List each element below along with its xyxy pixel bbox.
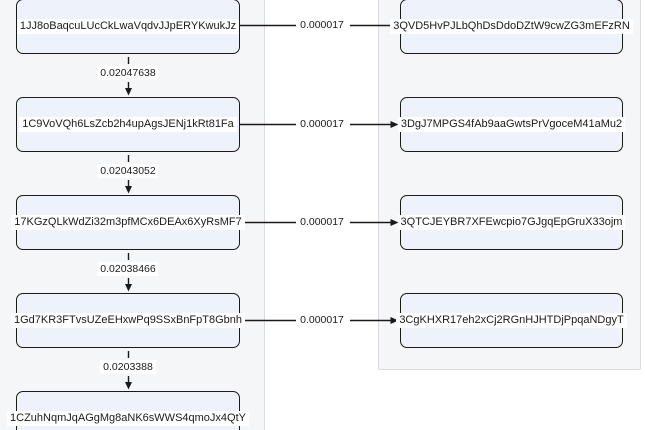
address-label: 1Gd7KR3FTvsUZeEHxwPq9SSxBnFpT8Gbnh [10, 313, 246, 328]
chain-edge-arrow-4 [125, 351, 132, 390]
address-label: 3CgKHXR17eh2xCj2RGnHJHTDjPpqaNDgyT [396, 313, 627, 328]
cross-edge-arrow-3 [240, 219, 399, 226]
address-label: 3QVD5HvPJLbQhDsDdoDZtW9cwZG3mEFzRN [390, 19, 633, 34]
address-node-left-3[interactable]: 17KGzQLkWdZi32m3pfMCx6DEAx6XyRsMF7 [11, 195, 245, 250]
address-label: 3QTCJEYBR7XFEwcpio7GJgqEpGruX33ojm [397, 215, 626, 230]
address-node-right-4[interactable]: 3CgKHXR17eh2xCj2RGnHJHTDjPpqaNDgyT [396, 293, 627, 348]
address-node-left-4[interactable]: 1Gd7KR3FTvsUZeEHxwPq9SSxBnFpT8Gbnh [10, 293, 246, 348]
address-node-left-5[interactable]: 1CZuhNqmJqAGgMg8aNK6sWWS4qmoJx4QtY [7, 391, 249, 430]
address-node-right-3[interactable]: 3QTCJEYBR7XFEwcpio7GJgqEpGruX33ojm [397, 195, 626, 250]
chain-edge-arrow-2 [125, 155, 132, 194]
address-node-left-1[interactable]: 1JJ8oBaqcuLUcCkLwaVqdvJJpERYKwukJz [16, 0, 240, 54]
chain-edge-arrow-3 [125, 253, 132, 292]
cross-edge-amount-4: 0.000017 [297, 313, 347, 327]
address-node-left-2[interactable]: 1C9VoVQh6LsZcb2h4upAgsJENj1kRt81Fa [16, 97, 240, 152]
chain-edge-amount-3: 0.02038466 [97, 262, 159, 276]
chain-edge-amount-1: 0.02047638 [97, 66, 159, 80]
address-node-right-2[interactable]: 3DgJ7MPGS4fAb9aaGwtsPrVgoceM41aMu2 [397, 97, 626, 152]
address-node-right-1[interactable]: 3QVD5HvPJLbQhDsDdoDZtW9cwZG3mEFzRN [390, 0, 633, 54]
cross-edge-amount-3: 0.000017 [297, 215, 347, 229]
cross-edge-amount-1: 0.000017 [297, 18, 347, 32]
address-label: 17KGzQLkWdZi32m3pfMCx6DEAx6XyRsMF7 [11, 215, 245, 230]
chain-edge-amount-2: 0.02043052 [97, 164, 159, 178]
address-label: 3DgJ7MPGS4fAb9aaGwtsPrVgoceM41aMu2 [397, 117, 626, 132]
address-label: 1CZuhNqmJqAGgMg8aNK6sWWS4qmoJx4QtY [7, 411, 249, 426]
address-label: 1JJ8oBaqcuLUcCkLwaVqdvJJpERYKwukJz [16, 19, 240, 34]
chain-edge-arrow-1 [125, 57, 132, 96]
cross-edge-arrow-2 [240, 121, 399, 128]
cross-edge-amount-2: 0.000017 [297, 117, 347, 131]
chain-edge-amount-4: 0.0203388 [100, 360, 156, 374]
cross-edge-arrow-4 [240, 317, 399, 324]
address-label: 1C9VoVQh6LsZcb2h4upAgsJENj1kRt81Fa [19, 117, 237, 132]
